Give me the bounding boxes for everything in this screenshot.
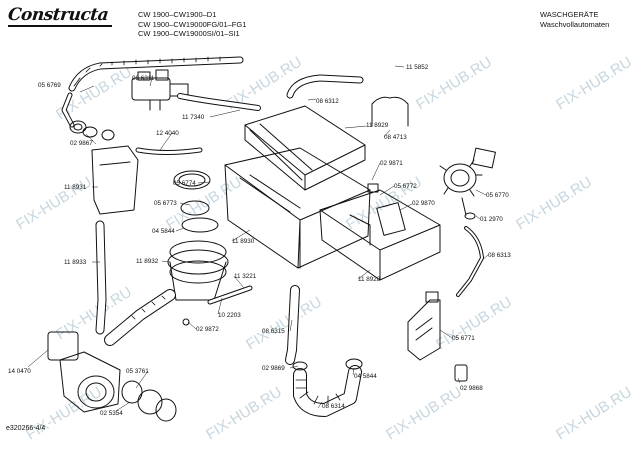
part-label: 11 8930 [232, 238, 255, 245]
watermark-text: FIX-HUB.RU [553, 383, 635, 443]
part-label: 11 8933 [64, 259, 87, 266]
part-label: 08 6313 [488, 252, 511, 259]
part-label: 02 9868 [460, 385, 483, 392]
part-label: 02 9872 [196, 326, 219, 333]
watermark-text: FIX-HUB.RU [13, 173, 95, 233]
watermark-text: FIX-HUB.RU [433, 293, 515, 353]
part-label: 14 0470 [8, 368, 31, 375]
dispenser-cover [244, 105, 366, 191]
model-line-3: CW 1900–CW19000SI/01–SI1 [138, 29, 240, 38]
category-block: WASCHGERÄTE Waschvollautomaten [540, 10, 609, 29]
part-label: 05 6773 [154, 200, 177, 207]
drawing-reference: e320266-4/4 [6, 425, 46, 432]
model-line-1: CW 1900–CW1900–D1 [138, 10, 217, 19]
program-switch [439, 147, 496, 197]
category-subtitle: Waschvollautomaten [540, 19, 610, 29]
part-label: 12 4040 [156, 130, 179, 137]
hose-nut [69, 120, 87, 134]
small-screw [464, 212, 476, 220]
air-chamber-tank [91, 145, 139, 215]
small-nut [182, 318, 190, 326]
hose-clip [292, 361, 308, 371]
washer-ring [82, 126, 98, 138]
model-line-2: CW 1900–CW19000FG/01–FG1 [138, 19, 247, 29]
category-title: WASCHGERÄTE [540, 10, 599, 19]
part-label: 08 6311 [132, 75, 155, 82]
part-label: 08 6314 [322, 403, 345, 410]
part-label: 11 8929 [366, 122, 389, 129]
sealing-ring [173, 170, 211, 190]
part-label: 05 6770 [486, 192, 509, 199]
float-switch-bracket [407, 291, 441, 361]
part-label: 11 3221 [234, 273, 257, 280]
watermark-text: FIX-HUB.RU [203, 383, 285, 443]
pump-seal [137, 389, 163, 415]
part-label: 08 4713 [384, 134, 407, 141]
part-label: 02 9869 [262, 365, 285, 372]
inlet-hose-top [68, 56, 244, 92]
part-label: 11 8932 [136, 258, 159, 265]
part-label: 02 9871 [380, 160, 403, 167]
hose-clamp [180, 200, 210, 216]
part-label: 11 8931 [64, 184, 87, 191]
leader-lines [27, 65, 489, 412]
pump-seal [121, 380, 143, 404]
watermark-text: FIX-HUB.RU [513, 173, 595, 233]
pump-cap [155, 398, 177, 422]
part-label: 08 6312 [316, 98, 339, 105]
drain-pump [47, 331, 121, 413]
part-label: 05 6772 [394, 183, 417, 190]
washer-ring [101, 129, 115, 141]
drain-tube-right [456, 226, 484, 297]
part-label: 11 5852 [406, 64, 429, 71]
watermark-text: FIX-HUB.RU [243, 293, 325, 353]
hose-clamp [181, 217, 219, 233]
watermark-layer: FIX-HUB.RU FIX-HUB.RU FIX-HUB.RU FIX-HUB… [13, 53, 635, 443]
tub-bellows [167, 240, 229, 301]
tube-clamp-bracket [371, 96, 409, 127]
part-label: 02 9870 [412, 200, 435, 207]
part-label: 10 2203 [218, 312, 241, 319]
part-label: 05 3761 [126, 368, 149, 375]
watermark-text: FIX-HUB.RU [413, 53, 495, 113]
part-label: 02 9867 [70, 140, 93, 147]
part-label: 05 6774 [173, 180, 196, 187]
detergent-drawer [319, 189, 441, 281]
watermark-text: FIX-HUB.RU [553, 53, 635, 113]
part-label: 05 6771 [452, 335, 475, 342]
part-label: 11 7340 [182, 114, 205, 121]
part-label: 11 8928 [358, 276, 381, 283]
housing-clip [367, 183, 379, 193]
part-label: 04 5844 [354, 373, 377, 380]
dispenser-housing [224, 147, 371, 269]
logo-underline [8, 25, 112, 27]
part-label: 01 2970 [480, 216, 503, 223]
part-label: 05 6769 [38, 82, 61, 89]
part-label: 02 5354 [100, 410, 123, 417]
model-list: CW 1900–CW1900–D1 CW 1900–CW19000FG/01–F… [138, 10, 246, 39]
rubber-plug [454, 364, 468, 382]
watermark-text: FIX-HUB.RU [383, 383, 465, 443]
spring-pin [461, 197, 467, 216]
part-label: 08 6315 [262, 328, 285, 335]
part-label: 04 5844 [152, 228, 175, 235]
